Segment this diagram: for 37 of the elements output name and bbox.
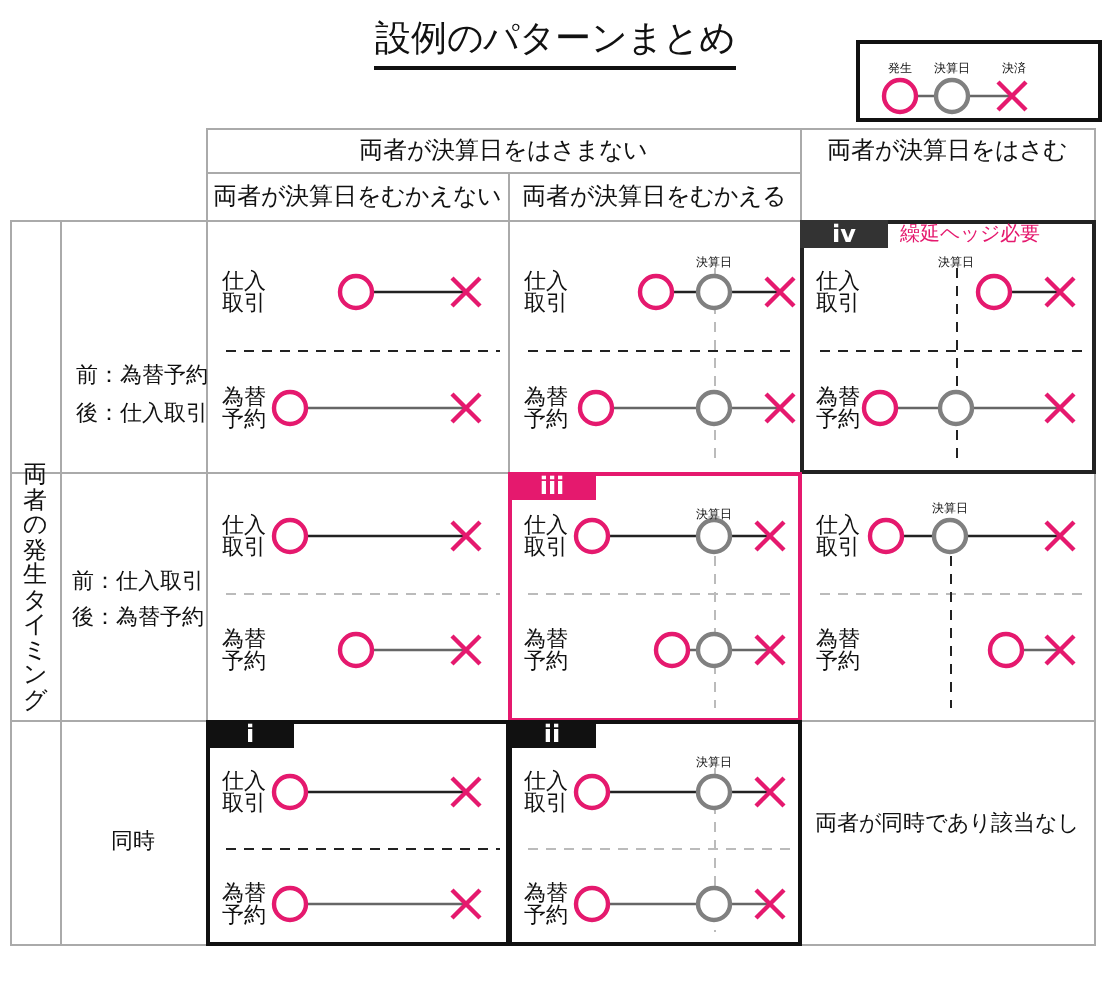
pattern-badge: iii [508, 472, 596, 500]
pattern-badge: i [206, 720, 294, 748]
track-label: 為替予約 [816, 386, 862, 430]
note-text: 両者が同時であり該当なし [813, 810, 1081, 838]
column-header: 両者が決算日をむかえない [211, 180, 503, 214]
column-header: 両者が決算日をはさまない [357, 134, 649, 168]
track-label: 仕入取引 [222, 514, 268, 558]
track-label: 為替予約 [222, 628, 268, 672]
title: 設例のパターンまとめ [374, 16, 736, 70]
row-header: 前：為替予約 [76, 362, 208, 388]
row-header: 後：為替予約 [72, 604, 204, 630]
row-header: 両者の発生タイミング [22, 462, 48, 712]
track-label: 為替予約 [222, 386, 268, 430]
note-text: 繰延ヘッジ必要 [900, 222, 1040, 248]
pattern-badge: ii [508, 720, 596, 748]
pattern-box [206, 720, 510, 946]
pattern-badge: iv [800, 220, 888, 248]
track-label: 仕入取引 [816, 270, 862, 314]
track-label: 仕入取引 [524, 770, 570, 814]
row-header: 同時 [109, 828, 157, 854]
track-label: 仕入取引 [524, 514, 570, 558]
row-header: 前：仕入取引 [72, 568, 204, 594]
track-label: 仕入取引 [222, 770, 268, 814]
track-label: 為替予約 [524, 882, 570, 926]
pattern-box [508, 472, 802, 722]
column-header: 両者が決算日をはさむ [825, 134, 1069, 168]
column-header: 両者が決算日をむかえる [520, 180, 788, 214]
pattern-box [508, 720, 802, 946]
track-label: 仕入取引 [816, 514, 862, 558]
track-label: 仕入取引 [524, 270, 570, 314]
row-header: 後：仕入取引 [76, 400, 208, 426]
track-label: 為替予約 [816, 628, 862, 672]
track-label: 為替予約 [222, 882, 268, 926]
track-label: 仕入取引 [222, 270, 268, 314]
track-label: 為替予約 [524, 386, 570, 430]
pattern-box [800, 220, 1096, 474]
track-label: 為替予約 [524, 628, 570, 672]
